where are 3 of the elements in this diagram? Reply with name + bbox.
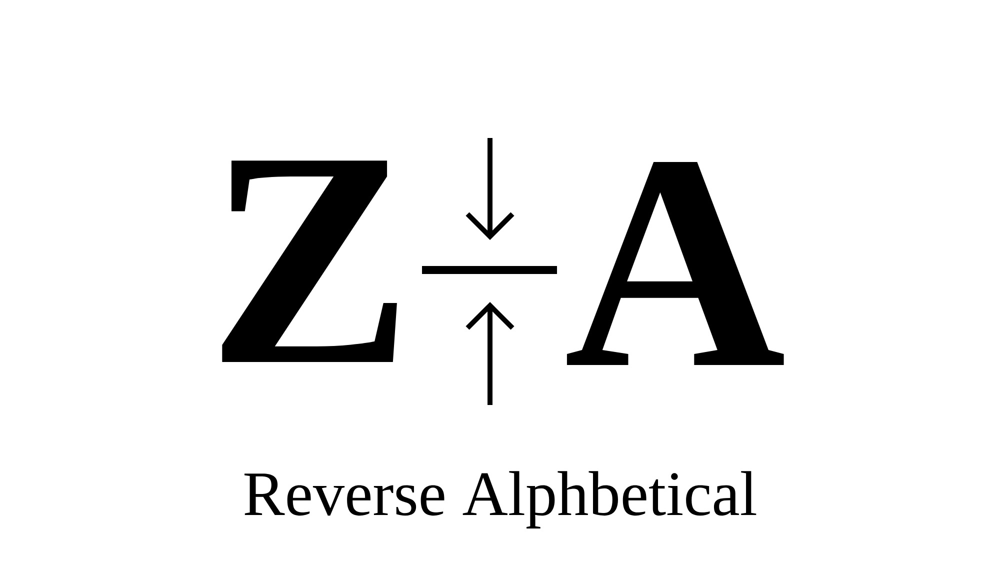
caption: Reverse Alphbetical bbox=[244, 471, 756, 528]
letter: Z bbox=[222, 160, 397, 362]
letter: A bbox=[566, 162, 784, 365]
